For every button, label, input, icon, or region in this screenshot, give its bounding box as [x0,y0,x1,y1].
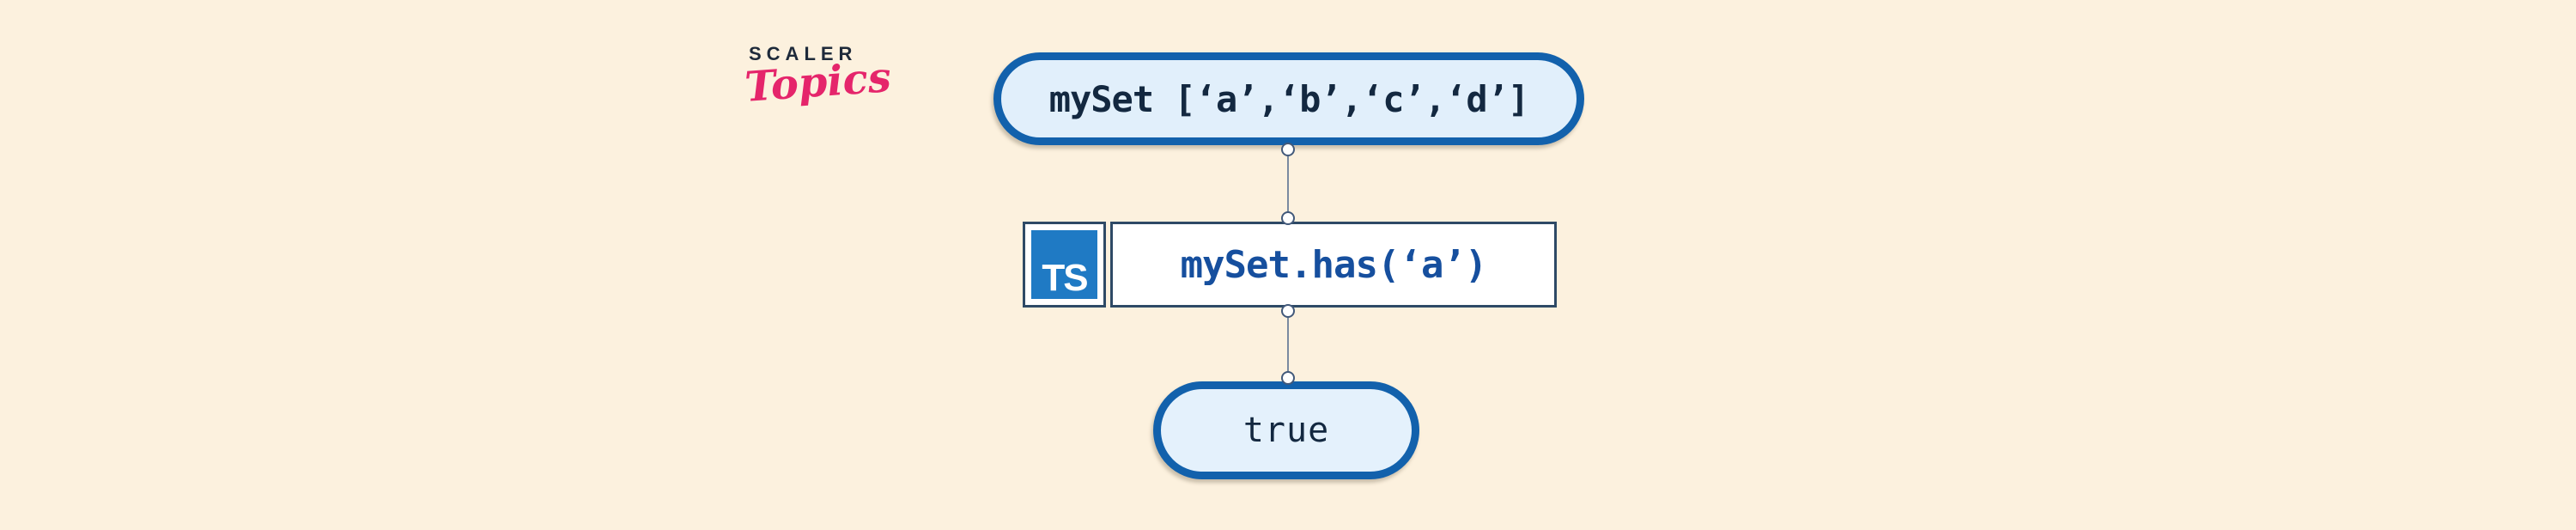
result-node-label: true [1242,411,1330,450]
operation-node-label: mySet.has(‘a’) [1180,242,1488,287]
operation-node: mySet.has(‘a’) [1110,222,1557,308]
typescript-icon: TS [1023,222,1106,308]
connector-line [1287,156,1289,213]
set-node: mySet [‘a’,‘b’,‘c’,‘d’] [993,52,1584,145]
typescript-icon-label: TS [1042,256,1088,299]
typescript-icon-square: TS [1031,230,1097,299]
topics-wordmark-text: Topics [743,53,893,112]
connector-line [1287,318,1289,371]
scaler-topics-logo: SCALER Topics [743,43,893,112]
set-node-label: mySet [‘a’,‘b’,‘c’,‘d’] [1048,77,1530,120]
result-node: true [1153,381,1419,479]
connector-dot-icon [1281,211,1295,225]
connector-dot-icon [1281,143,1295,156]
scaler-brand-text: SCALER [749,43,858,64]
connector-dot-icon [1281,371,1295,385]
connector-dot-icon [1281,304,1295,318]
